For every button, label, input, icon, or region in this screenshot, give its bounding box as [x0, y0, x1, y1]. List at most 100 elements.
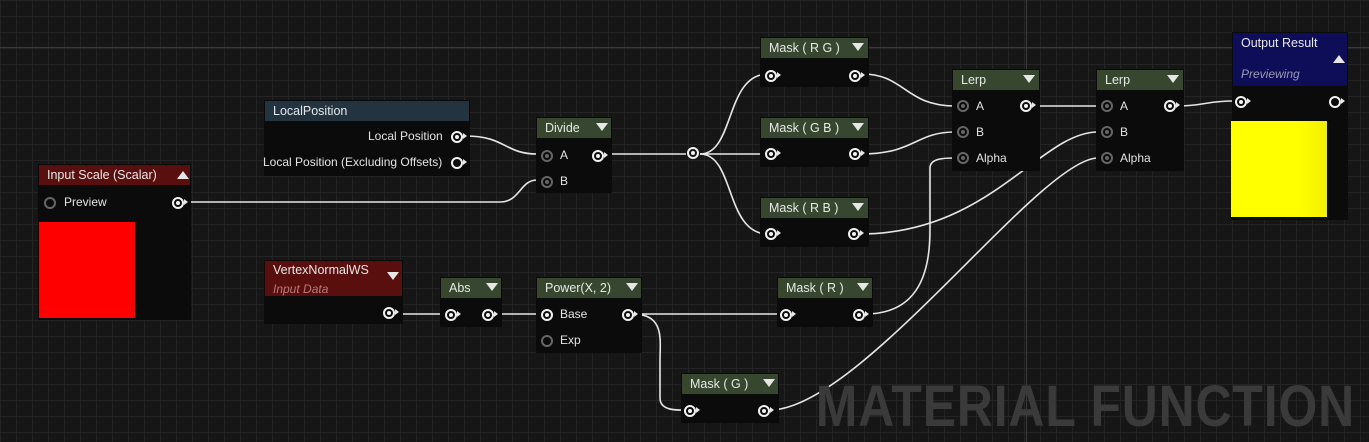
output-pin[interactable]: [849, 70, 861, 82]
pin-label-b: B: [1120, 125, 1129, 139]
output-pin[interactable]: [482, 309, 494, 321]
wire-mask-r-to-lerp1-alpha: [864, 157, 956, 315]
node-header[interactable]: Divide: [537, 118, 611, 138]
input-pin-b[interactable]: [957, 126, 969, 138]
input-arrow-icon: [1247, 98, 1251, 104]
node-header[interactable]: LocalPosition: [265, 101, 469, 121]
output-pin[interactable]: [853, 309, 865, 321]
node-mask-rg[interactable]: Mask ( R G ): [761, 38, 868, 86]
expand-arrow-icon[interactable]: [857, 283, 869, 291]
node-header[interactable]: Output Result Previewing: [1233, 33, 1347, 86]
input-pin-base[interactable]: [541, 309, 553, 321]
input-pin[interactable]: [684, 405, 696, 417]
expand-arrow-icon[interactable]: [1167, 75, 1179, 83]
node-subtitle: Previewing: [1241, 67, 1300, 81]
expand-arrow-icon[interactable]: [763, 379, 775, 387]
pin-label-b: B: [976, 125, 985, 139]
expand-arrow-icon[interactable]: [1023, 75, 1035, 83]
node-header[interactable]: Mask ( R ): [778, 278, 872, 298]
output-pin[interactable]: [848, 228, 860, 240]
wire-reroute-to-mask-rg: [699, 73, 769, 155]
input-pin-a[interactable]: [957, 100, 969, 112]
expand-arrow-icon[interactable]: [596, 123, 608, 131]
pin-label-alpha: Alpha: [976, 151, 1007, 165]
node-vertex-normal-ws[interactable]: VertexNormalWS Input Data: [265, 261, 402, 323]
output-arrow-icon: [1176, 102, 1180, 108]
node-header[interactable]: Mask ( G ): [682, 374, 778, 394]
node-subtitle: Input Data: [273, 282, 329, 296]
input-pin[interactable]: [765, 228, 777, 240]
node-input-scale[interactable]: Input Scale (Scalar) Preview: [39, 165, 190, 319]
node-mask-g[interactable]: Mask ( G ): [682, 374, 778, 422]
input-pin-b[interactable]: [1101, 126, 1113, 138]
output-arrow-icon: [865, 311, 869, 317]
output-pin[interactable]: [1329, 96, 1341, 108]
input-pin-alpha[interactable]: [957, 152, 969, 164]
output-arrow-icon: [463, 159, 467, 165]
output-pin-local-position-excluding-offsets[interactable]: [451, 157, 463, 169]
expand-arrow-icon[interactable]: [852, 203, 864, 211]
node-mask-rb[interactable]: Mask ( R B ): [761, 198, 868, 246]
input-pin[interactable]: [780, 309, 792, 321]
output-pin-local-position[interactable]: [451, 131, 463, 143]
output-arrow-icon: [494, 311, 498, 317]
node-title: VertexNormalWS: [273, 263, 369, 277]
input-pin-a[interactable]: [1101, 100, 1113, 112]
input-pin[interactable]: [1235, 96, 1247, 108]
pin-label-exp: Exp: [560, 333, 581, 347]
pin-preview[interactable]: [44, 197, 56, 209]
node-output-result[interactable]: Output Result Previewing: [1231, 33, 1347, 219]
expand-arrow-icon[interactable]: [626, 283, 638, 291]
node-header[interactable]: Lerp: [1097, 70, 1183, 90]
pin-label-alpha: Alpha: [1120, 151, 1151, 165]
input-pin[interactable]: [765, 70, 777, 82]
node-abs[interactable]: Abs: [441, 278, 501, 326]
expand-arrow-icon[interactable]: [852, 123, 864, 131]
input-pin-exp[interactable]: [541, 335, 553, 347]
wire-mask-rg-to-lerp1-a: [861, 73, 956, 107]
output-arrow-icon: [770, 407, 774, 413]
node-header[interactable]: Mask ( R B ): [761, 198, 868, 218]
output-pin[interactable]: [622, 309, 634, 321]
input-pin[interactable]: [445, 309, 457, 321]
expand-arrow-icon[interactable]: [486, 283, 498, 291]
output-arrow-icon: [1032, 102, 1036, 108]
output-arrow-icon: [1341, 98, 1345, 104]
preview-swatch-red: [39, 222, 135, 318]
wire-power-to-mask-g: [632, 313, 689, 411]
output-pin[interactable]: [592, 150, 604, 162]
input-pin[interactable]: [765, 148, 777, 160]
wire-localpos-to-divide-a: [465, 135, 538, 155]
node-header[interactable]: Lerp: [953, 70, 1039, 90]
input-pin-a[interactable]: [541, 150, 553, 162]
output-pin[interactable]: [1020, 100, 1032, 112]
node-lerp-2[interactable]: Lerp A B Alpha: [1097, 70, 1183, 170]
node-header[interactable]: Mask ( R G ): [761, 38, 868, 58]
node-lerp-1[interactable]: Lerp A B Alpha: [953, 70, 1039, 170]
collapse-arrow-icon[interactable]: [177, 171, 189, 179]
expand-arrow-icon[interactable]: [852, 43, 864, 51]
node-local-position[interactable]: LocalPosition Local Position Local Posit…: [263, 101, 469, 175]
input-pin-b[interactable]: [541, 176, 553, 188]
output-pin[interactable]: [1164, 100, 1176, 112]
node-divide[interactable]: Divide A B: [537, 118, 611, 192]
output-pin[interactable]: [758, 405, 770, 417]
pin-label-a: A: [976, 99, 985, 113]
input-arrow-icon: [777, 150, 781, 156]
output-pin[interactable]: [172, 197, 184, 209]
node-mask-gb[interactable]: Mask ( G B ): [761, 118, 868, 166]
output-arrow-icon: [861, 72, 865, 78]
output-pin[interactable]: [849, 148, 861, 160]
output-pin[interactable]: [383, 307, 395, 319]
collapse-arrow-icon[interactable]: [1333, 55, 1345, 63]
node-header[interactable]: Mask ( G B ): [761, 118, 868, 138]
node-power[interactable]: Power(X, 2) Base Exp: [537, 278, 641, 352]
pin-label-local-position: Local Position: [368, 129, 443, 143]
expand-arrow-icon[interactable]: [387, 272, 399, 280]
input-arrow-icon: [792, 311, 796, 317]
node-header[interactable]: VertexNormalWS Input Data: [265, 261, 402, 296]
node-header[interactable]: Power(X, 2): [537, 278, 641, 298]
node-mask-r[interactable]: Mask ( R ): [778, 278, 872, 326]
input-pin-alpha[interactable]: [1101, 152, 1113, 164]
node-header[interactable]: Input Scale (Scalar): [39, 165, 190, 185]
